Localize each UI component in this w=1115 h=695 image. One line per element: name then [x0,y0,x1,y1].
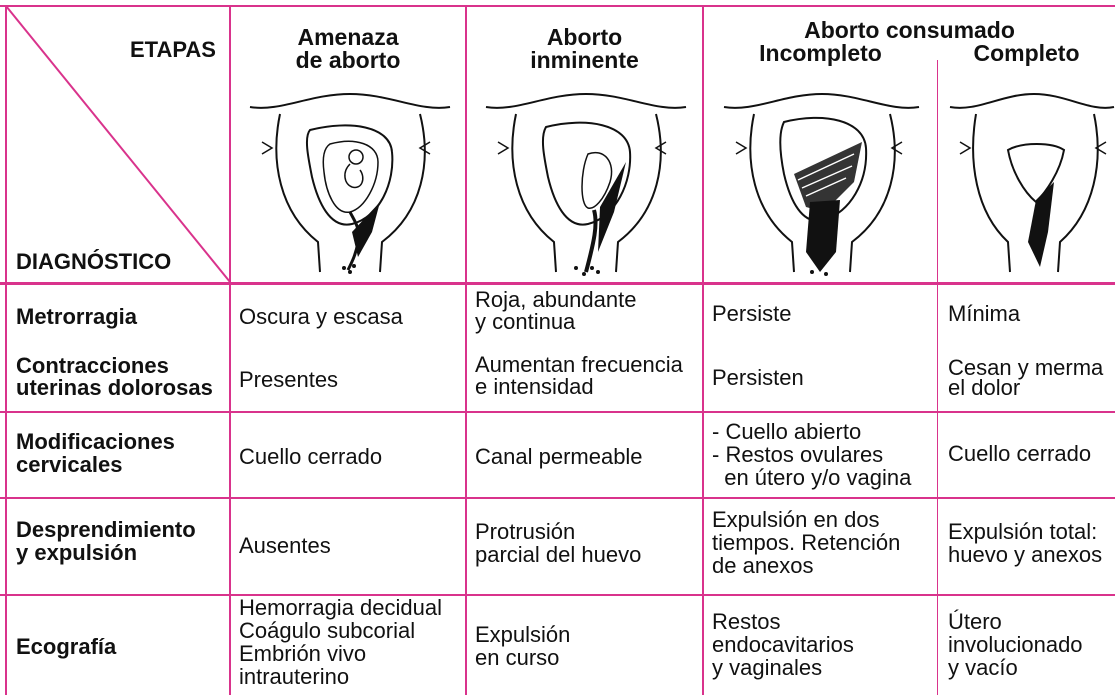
cell-modificaciones-incompleto-l3: en útero y/o vagina [712,465,912,490]
cell-metrorragia-inminente-l1: Roja, abundante [475,287,637,312]
row-label-metrorragia: Metrorragia [16,304,138,329]
row-label-ecografia: Ecografía [16,634,117,659]
grid-line-col-4 [937,60,938,695]
header-diagnostico: DIAGNÓSTICO [16,249,172,274]
grid-line-left [5,5,7,695]
grid-line-col-2 [465,5,467,695]
cell-ecografia-incompleto-l1: Restos [712,609,781,634]
cell-modificaciones-completo: Cuello cerrado [948,441,1092,466]
row-label-modificaciones-l1: Modificaciones [16,429,175,454]
cell-ecografia-completo-l2: involucionado [948,632,1083,657]
uterus-illustration-incompleto [714,82,929,277]
grid-line-col-1 [229,5,231,695]
header-inminente-line2: inminente [530,47,639,73]
row-label-modificaciones-l2: cervicales [16,452,123,477]
cell-metrorragia-amenaza: Oscura y escasa [239,304,403,329]
cell-ecografia-completo-l3: y vacío [948,655,1018,680]
cell-ecografia-completo-l1: Útero [948,609,1002,634]
cell-contracciones-amenaza: Presentes [239,367,339,392]
cell-metrorragia-incompleto: Persiste [712,301,792,326]
cell-desprendimiento-inminente-l2: parcial del huevo [475,542,642,567]
grid-line-row-4 [0,594,1115,596]
header-inminente-line1: Aborto [546,24,623,50]
cell-modificaciones-amenaza: Cuello cerrado [239,444,383,469]
header-etapas: ETAPAS [130,37,216,62]
header-incompleto: Incompleto [759,40,882,66]
header-amenaza-line1: Amenaza [297,24,399,50]
cell-ecografia-amenaza-l2: Coágulo subcorial [239,618,416,643]
cell-contracciones-inminente-l2: e intensidad [475,374,594,399]
uterus-illustration-completo [942,82,1115,277]
grid-line-row-2 [0,411,1115,413]
cell-modificaciones-incompleto-l2: - Restos ovulares [712,442,884,467]
cell-desprendimiento-completo-l1: Expulsión total: [948,519,1098,544]
uterus-illustration-amenaza [240,82,460,277]
cell-ecografia-incompleto-l2: endocavitarios [712,632,854,657]
cell-ecografia-amenaza-l3: Embrión vivo [239,641,367,666]
row-label-contracciones-l1: Contracciones [16,353,169,378]
cell-ecografia-amenaza-l1: Hemorragia decidual [239,595,442,620]
grid-line-header-bottom [0,282,1115,285]
header-amenaza-line2: de aborto [295,47,401,73]
cell-desprendimiento-amenaza: Ausentes [239,533,331,558]
row-label-contracciones-l2: uterinas dolorosas [16,375,213,400]
cell-modificaciones-incompleto-l1: - Cuello abierto [712,419,862,444]
cell-desprendimiento-completo-l2: huevo y anexos [948,542,1103,567]
cell-modificaciones-inminente: Canal permeable [475,444,643,469]
cell-ecografia-incompleto-l3: y vaginales [712,655,823,680]
header-completo: Completo [973,40,1080,66]
header-consumado: Aborto consumado [804,17,1015,43]
cell-contracciones-incompleto: Persisten [712,365,804,390]
cell-ecografia-amenaza-l4: intrauterino [239,664,350,689]
grid-line-top [0,5,1115,7]
cell-contracciones-completo-l2: el dolor [948,375,1021,400]
row-label-desprendimiento-l1: Desprendimiento [16,517,196,542]
cell-metrorragia-inminente-l2: y continua [475,309,576,334]
cell-contracciones-inminente-l1: Aumentan frecuencia [475,352,683,377]
grid-line-col-3 [702,5,704,695]
grid-line-row-3 [0,497,1115,499]
cell-desprendimiento-incompleto-l1: Expulsión en dos [712,507,880,532]
cell-ecografia-inminente-l1: Expulsión [475,622,571,647]
cell-metrorragia-completo: Mínima [948,301,1021,326]
cell-desprendimiento-inminente-l1: Protrusión [475,519,576,544]
cell-desprendimiento-incompleto-l2: tiempos. Retención [712,530,901,555]
header-diagonal-line [5,5,231,283]
row-label-desprendimiento-l2: y expulsión [16,540,138,565]
uterus-illustration-inminente [476,82,696,277]
cell-ecografia-inminente-l2: en curso [475,645,560,670]
cell-desprendimiento-incompleto-l3: de anexos [712,553,814,578]
cell-contracciones-completo-l1: Cesan y merma [948,355,1104,380]
